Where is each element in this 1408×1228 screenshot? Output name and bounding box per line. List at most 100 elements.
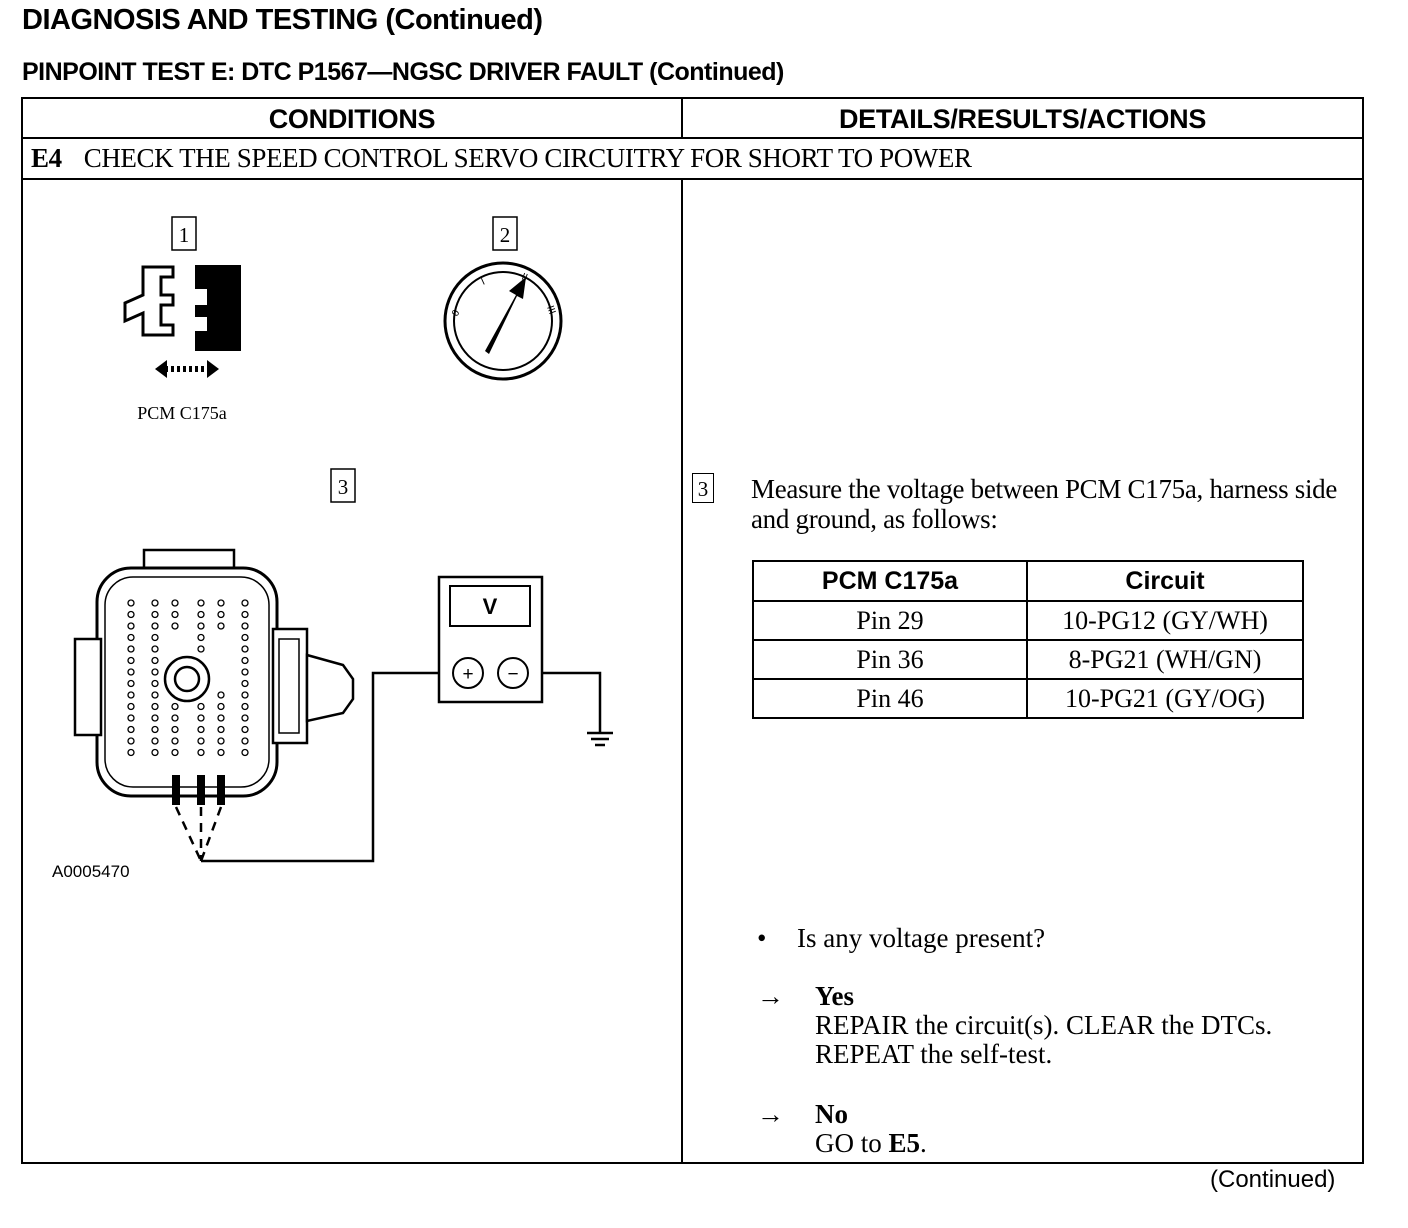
pin-cavity [217,725,225,734]
pin-cavity [197,599,205,607]
pcm-pin-dots [127,599,249,757]
pin-cavity [127,622,135,630]
pin-cavity [197,725,205,734]
table-row: Pin 46 10-PG21 (GY/OG) [752,678,1304,719]
pin-cavity [171,748,179,757]
figure-id: A0005470 [52,862,130,881]
pin-cavity [171,702,179,711]
pin-cavity [151,668,159,676]
meter-plus: + [462,664,473,685]
pin-cavity [217,748,225,757]
pin-cavity [241,725,249,734]
pin-cavity [241,714,249,722]
column-divider-body [681,179,683,1162]
table-cell-circuit: 8-PG21 (WH/GN) [1026,639,1304,680]
callout-1-label: 1 [179,223,190,247]
table-cell-pin: Pin 36 [752,639,1028,680]
pin-cavity [197,622,205,630]
conditions-diagram: 1 2 3 PCM C175a 0 I II III [52,216,613,881]
pin-cavity [127,691,135,699]
table-header-circuit: Circuit [1026,560,1304,602]
question-text: Is any voltage present? [797,923,1046,953]
pcm-connector-icon [73,548,355,805]
connector-label: PCM C175a [137,403,227,423]
pin-cavity [151,679,159,688]
pin-cavity [171,737,179,745]
result-no-action: GO to E5. [815,1128,927,1158]
pin-cavity [151,748,159,757]
pin-cavity [241,668,249,676]
pin-cavity [127,645,135,653]
pin-cavity [127,656,135,665]
pin-cavity [171,714,179,722]
header-divider [23,137,1362,139]
pin-cavity [127,748,135,757]
pin-cavity [241,748,249,757]
pin-cavity [171,622,179,630]
pin-cavity [151,610,159,619]
test-title: PINPOINT TEST E: DTC P1567—NGSC DRIVER F… [22,58,784,86]
pin-cavity [197,645,205,653]
ignition-pos-1: I [480,277,487,288]
meter-minus: − [507,664,518,685]
pin-cavity [151,691,159,699]
pin-cavity [127,599,135,607]
table-cell-pin: Pin 29 [752,600,1028,641]
pin-cavity [241,645,249,653]
circuit-table: PCM C175a Circuit Pin 29 10-PG12 (GY/WH)… [752,560,1304,719]
step-divider [23,178,1362,180]
pin-cavity [127,668,135,676]
pin-cavity [171,610,179,619]
pin-cavity [151,633,159,642]
callout-1: 1 [171,216,197,251]
table-header-pin: PCM C175a [752,560,1028,602]
details-header: DETAILS/RESULTS/ACTIONS [838,104,1207,134]
pin-cavity [127,714,135,722]
pin-cavity [241,599,249,607]
table-cell-circuit: 10-PG21 (GY/OG) [1026,678,1304,719]
pin-cavity [197,633,205,642]
ignition-switch-icon: 0 I II III [443,261,563,381]
page-title: DIAGNOSIS AND TESTING (Continued) [22,4,543,36]
pin-cavity [217,737,225,745]
callout-2-label: 2 [500,223,511,247]
pin-cavity [197,610,205,619]
callout-3-label: 3 [338,475,349,499]
pin-cavity [151,656,159,665]
pin-cavity [217,714,225,722]
result-yes-label: Yes [815,981,854,1011]
callout-2: 2 [492,216,518,251]
pin-cavity [217,599,225,607]
table-cell-circuit: 10-PG12 (GY/WH) [1026,600,1304,641]
ignition-pos-0: 0 [450,308,463,319]
bullet-icon: • [757,923,767,953]
pin-cavity [151,599,159,607]
pin-cavity [217,702,225,711]
pin-cavity [151,714,159,722]
ignition-pos-3: III [544,304,557,316]
pin-cavity [241,622,249,630]
pin-cavity [241,610,249,619]
ignition-pos-2: II [520,271,529,283]
table-cell-pin: Pin 46 [752,678,1028,719]
pin-cavity [171,599,179,607]
pin-cavity [151,725,159,734]
pin-cavity [127,725,135,734]
pin-cavity [197,714,205,722]
measure-instruction: Measure the voltage between PCM C175a, h… [751,474,1338,534]
result-no-label: No [815,1099,848,1129]
voltage-question: • Is any voltage present? [757,923,1045,954]
pin-cavity [197,748,205,757]
table-header-row: PCM C175a Circuit [752,560,1304,602]
callout-3: 3 [330,468,356,503]
pin-cavity [241,656,249,665]
pin-cavity [217,691,225,699]
pin-cavity [127,633,135,642]
next-step-link: E5 [888,1128,921,1158]
pin-cavity [197,737,205,745]
pin-cavity [241,633,249,642]
column-divider-header [681,99,683,137]
pin-cavity [197,702,205,711]
pin-cavity [127,702,135,711]
